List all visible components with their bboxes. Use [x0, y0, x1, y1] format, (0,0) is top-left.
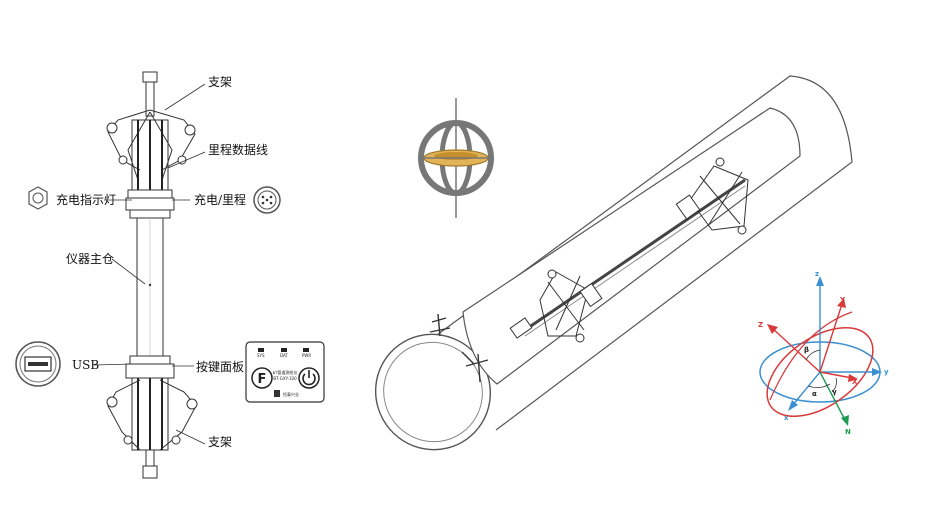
usb-port-icon — [15, 341, 61, 387]
brand-text: 恒泰兴业 — [283, 391, 299, 397]
label-charge-indicator: 充电指示灯 — [56, 192, 116, 207]
charge-indicator-icon — [28, 186, 48, 210]
dat-led — [281, 348, 287, 352]
dat-led-label: DAT — [280, 353, 288, 358]
angle-alpha-label: α — [812, 390, 817, 398]
pwr-led-label: PWR — [302, 353, 311, 358]
pipe-rear-bracket — [675, 157, 749, 235]
axis-Z-label: Z — [758, 321, 763, 329]
pipeline-instrument — [106, 71, 198, 479]
pipe-illustration — [374, 75, 853, 451]
axis-x-label: x — [784, 414, 789, 422]
top-bracket — [106, 109, 196, 191]
axis-z-label: z — [815, 270, 819, 278]
button-panel: SYS DAT PWR F ʙᴛ管道测绘仪 BT-GXY-100 恒泰兴业 — [245, 341, 325, 403]
angle-beta-label: β — [804, 346, 809, 354]
label-charge-mileage: 充电/里程 — [194, 192, 246, 207]
sys-led-label: SYS — [257, 353, 265, 358]
f-key-button[interactable] — [251, 367, 273, 389]
gyroscope-icon — [418, 98, 494, 218]
label-mileage-cable: 里程数据线 — [208, 142, 268, 157]
angle-gamma-label: γ — [832, 388, 837, 396]
axis-N-label: N — [845, 428, 851, 436]
coordinate-axes-diagram: z y x Y Z X N α β γ — [758, 270, 889, 436]
bottom-bracket — [106, 377, 198, 451]
callout-lines — [93, 83, 206, 445]
label-button-panel: 按键面板 — [196, 360, 244, 374]
sys-led — [258, 348, 264, 352]
brand-logo-icon — [274, 390, 280, 397]
label-bracket-bottom: 支架 — [208, 435, 232, 449]
pipe-decoration — [429, 313, 489, 383]
label-main-cabin: 仪器主仓 — [66, 252, 114, 266]
axis-X-label: X — [852, 378, 858, 386]
power-icon — [302, 373, 316, 386]
label-usb: USB — [72, 358, 99, 372]
pipe-front-bracket — [509, 269, 603, 343]
model-line2: BT-GXY-100 — [273, 376, 297, 381]
f-key-label: F — [258, 372, 267, 387]
model-line1: ʙᴛ管道测绘仪 — [273, 369, 298, 375]
axis-Y-label: Y — [839, 296, 846, 304]
axis-y-label: y — [884, 368, 889, 376]
pwr-led — [303, 348, 309, 352]
connector-icon — [253, 186, 281, 214]
label-bracket-top: 支架 — [208, 75, 232, 89]
